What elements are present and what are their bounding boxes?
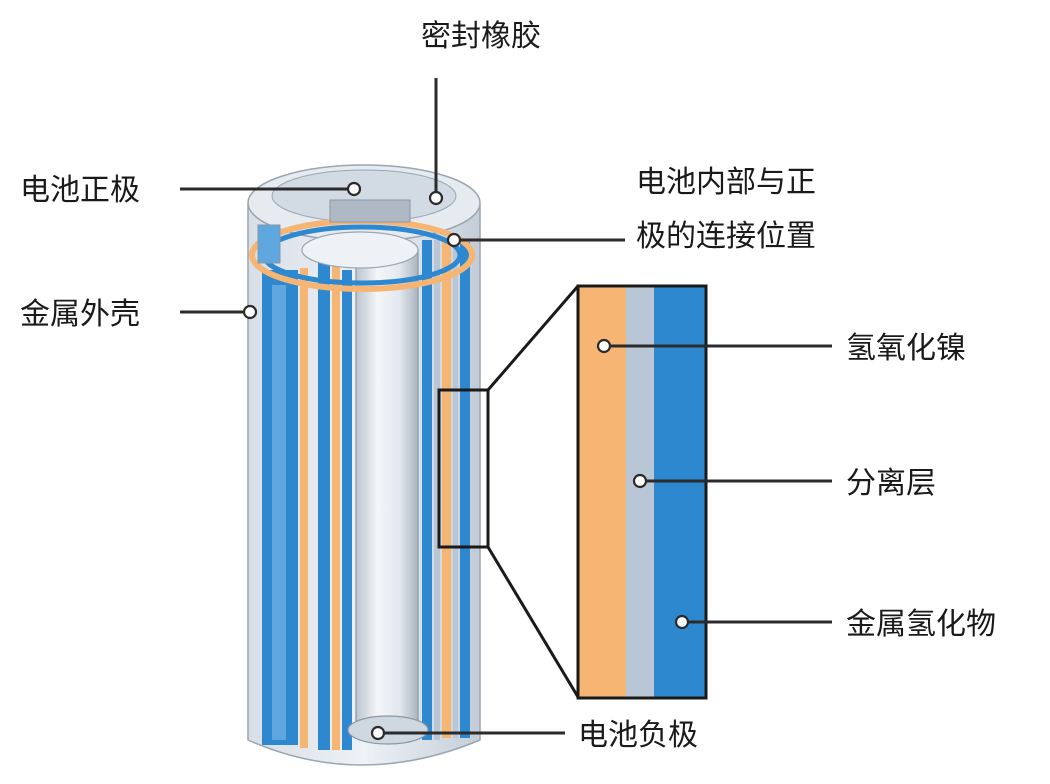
leaders: [180, 78, 832, 741]
zoom-line-top: [486, 285, 580, 391]
right-positive-strip: [442, 238, 451, 738]
label-seal-rubber: 密封橡胶: [421, 19, 541, 54]
zoom-source-box: [437, 388, 490, 549]
right-negative-strip: [422, 240, 432, 740]
label-internal-connection-line1: 电池内部与正: [636, 165, 816, 200]
left-positive-strip: [300, 268, 308, 748]
separator-layer: [626, 286, 654, 698]
center-core: [355, 249, 419, 731]
label-positive-electrode: 电池正极: [20, 173, 140, 208]
label-metal-shell: 金属外壳: [20, 297, 140, 332]
metal-hydride-layer: [654, 286, 706, 698]
label-metal-hydride: 金属氢化物: [846, 607, 996, 642]
battery-body: [247, 164, 481, 766]
label-internal-connection-line2: 极的连接位置: [636, 219, 816, 254]
positive-tab: [329, 199, 411, 223]
nickel-hydroxide-layer: [578, 286, 626, 698]
magnified-layers-panel: [576, 284, 708, 700]
label-negative-electrode: 电池负极: [578, 718, 698, 753]
zoom-line-bottom: [486, 546, 580, 698]
label-separator: 分离层: [846, 466, 936, 501]
label-nickel-hydroxide: 氢氧化镍: [846, 331, 966, 366]
bottom-cavity: [347, 715, 429, 745]
